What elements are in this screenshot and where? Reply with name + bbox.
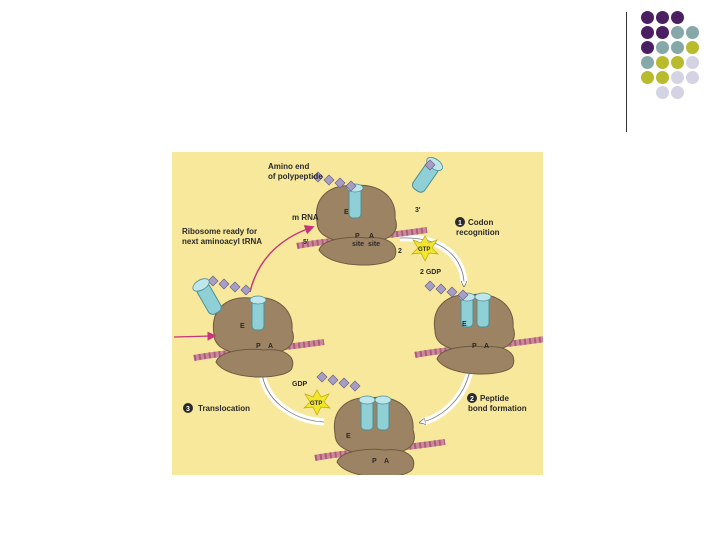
decor-dot (686, 71, 699, 84)
decor-dot (656, 26, 669, 39)
ribosome-left (194, 275, 324, 378)
label-ready-1: Ribosome ready for (182, 227, 257, 236)
translation-elongation-figure: Amino end of polypeptide m RNA Ribosome … (172, 152, 543, 475)
label-mrna: m RNA (292, 213, 319, 222)
label-two-gdp: 2 GDP (420, 269, 441, 276)
label-gtp-bottom: GTP (310, 401, 322, 407)
arrow-step2 (421, 369, 474, 426)
incoming-trna (408, 154, 446, 196)
cycle-arrows (249, 225, 474, 426)
label-step2-1: Peptide (480, 394, 509, 403)
decor-dot (671, 41, 684, 54)
figure-labels: Amino end of polypeptide m RNA Ribosome … (182, 162, 527, 465)
decor-dot (641, 11, 654, 24)
label-p-bottom: P (372, 458, 377, 465)
label-amino-end-2: of polypeptide (268, 172, 323, 181)
decor-dot (656, 71, 669, 84)
decor-dot (686, 56, 699, 69)
label-p-site: P (355, 233, 360, 240)
decor-dot (686, 41, 699, 54)
decor-dot (671, 11, 684, 24)
label-p-right: P (472, 343, 477, 350)
label-a-site: A (369, 233, 374, 240)
label-step3: Translocation (198, 404, 250, 413)
label-step2-2: bond formation (468, 404, 527, 413)
label-site-a: site (368, 241, 380, 248)
label-a-right: A (484, 343, 489, 350)
decor-dot (671, 71, 684, 84)
step2-number: 2 (470, 396, 474, 403)
arrow-ready-return (249, 225, 315, 293)
ribosome-right (415, 280, 543, 375)
label-site-p: site (352, 241, 364, 248)
label-five-prime: 5' (303, 239, 309, 246)
decor-dot (641, 71, 654, 84)
decor-dot (686, 26, 699, 39)
exiting-trna (190, 275, 226, 318)
label-ready-2: next aminoacyl tRNA (182, 237, 262, 246)
decor-dot (641, 41, 654, 54)
label-e-bottom: E (346, 433, 351, 440)
label-a-left: A (268, 343, 273, 350)
step1-number: 1 (458, 220, 462, 227)
decor-dot (671, 26, 684, 39)
label-e-right: E (462, 321, 467, 328)
label-e-top: E (344, 209, 349, 216)
decor-dot (641, 26, 654, 39)
decor-dot (656, 86, 669, 99)
label-gdp: GDP (292, 381, 308, 388)
decor-dot (671, 86, 684, 99)
decor-dot (656, 56, 669, 69)
label-amino-end-1: Amino end (268, 162, 309, 171)
step-badges (183, 217, 477, 413)
gtp-burst-bottom (303, 389, 331, 416)
label-a-bottom: A (384, 458, 389, 465)
gtp-burst-top (411, 235, 439, 262)
label-three-prime: 3' (415, 207, 421, 214)
decor-dot (671, 56, 684, 69)
step3-number: 3 (186, 406, 190, 413)
label-gtp-top: GTP (418, 247, 430, 253)
label-p-left: P (256, 343, 261, 350)
label-step1-2: recognition (456, 228, 500, 237)
decor-dot (641, 56, 654, 69)
label-e-left: E (240, 323, 245, 330)
label-step1-1: Codon (468, 218, 493, 227)
decor-dot (656, 11, 669, 24)
label-two: 2 (398, 248, 402, 255)
decor-dot (656, 41, 669, 54)
divider-line (626, 12, 627, 132)
figure-canvas: Amino end of polypeptide m RNA Ribosome … (173, 154, 543, 475)
